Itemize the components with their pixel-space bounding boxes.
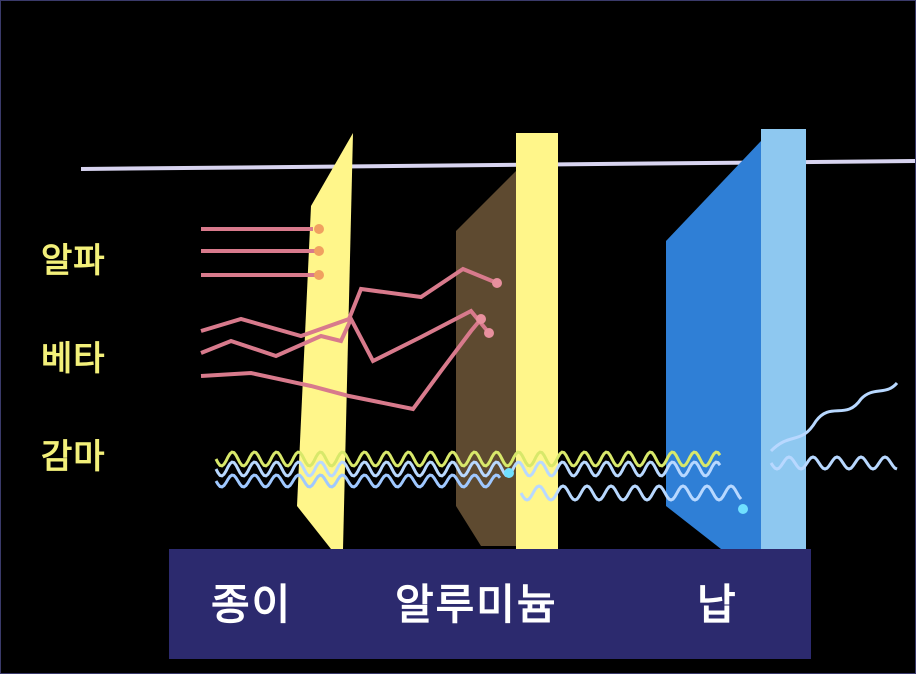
beta-label: 베타: [41, 339, 106, 379]
beta-ray: [200, 266, 498, 339]
gamma-wave: [769, 455, 898, 471]
beta-ray-stops: [476, 278, 502, 338]
lead-label: 납: [697, 580, 738, 629]
gamma-wave-dot: [504, 468, 514, 478]
alpha-ray-end: [314, 224, 324, 234]
beta-ray: [200, 308, 491, 364]
gamma-wave: [519, 484, 743, 502]
beta-rays: [200, 266, 498, 412]
gamma-wave-markers: [504, 468, 748, 514]
alpha-rays: [201, 227, 317, 277]
aluminum-barrier-side: [456, 171, 516, 546]
beta-ray-end: [476, 314, 486, 324]
alpha-label: 알파: [41, 241, 106, 281]
alpha-ray-end: [314, 246, 324, 256]
gamma-wave-dot: [738, 504, 748, 514]
beta-ray-end: [492, 278, 502, 288]
alpha-ray-stops: [314, 224, 324, 280]
paper-label: 종이: [211, 580, 293, 629]
gamma-wave-scattered: [769, 381, 899, 453]
gamma-wave: [214, 473, 502, 489]
gamma-wave: [214, 450, 722, 468]
gamma-waves: [214, 381, 899, 502]
beta-ray: [200, 317, 483, 412]
lead-barrier-side: [666, 141, 761, 549]
gamma-label: 감마: [41, 437, 106, 477]
gamma-wave: [214, 460, 722, 478]
aluminum-label: 알루미늄: [395, 580, 558, 629]
alpha-ray-end: [314, 270, 324, 280]
material-label-bar: 종이 알루미늄 납: [169, 549, 811, 659]
lead-barrier-front: [761, 129, 806, 549]
beta-ray-end: [484, 328, 494, 338]
paper-barrier: [297, 133, 353, 549]
aluminum-barrier-front: [516, 133, 558, 549]
